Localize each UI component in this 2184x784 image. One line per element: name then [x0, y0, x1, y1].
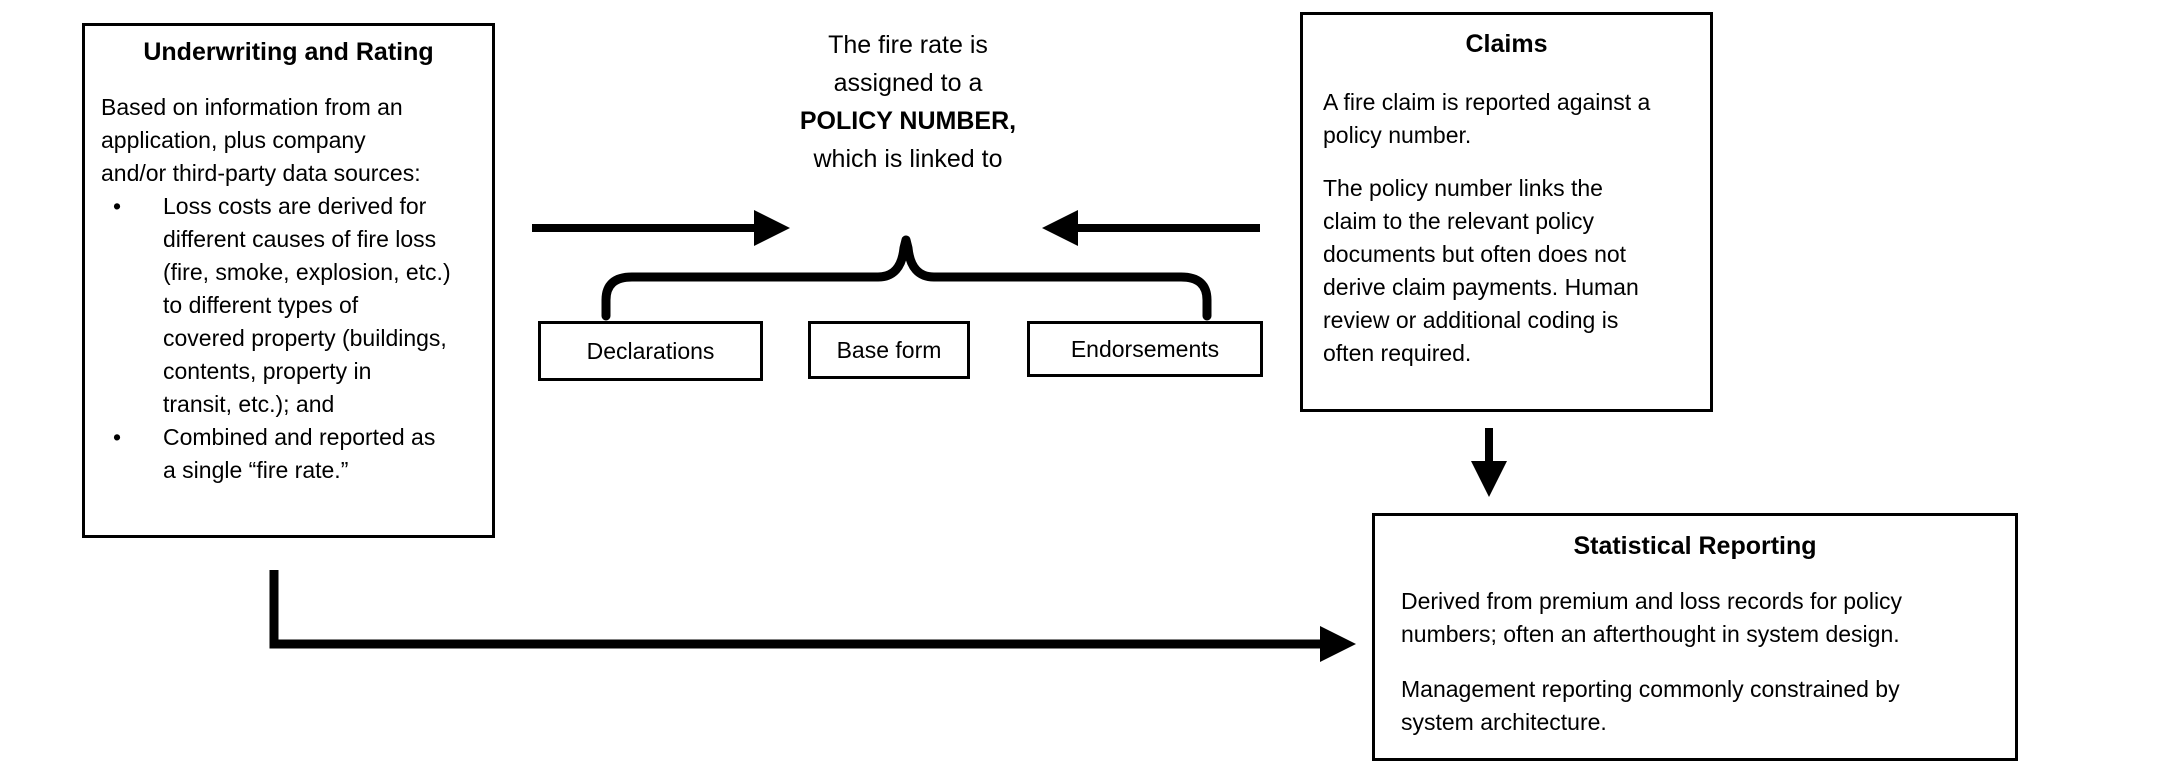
statistical-reporting-title: Statistical Reporting	[1573, 532, 1817, 560]
statistical-reporting-box: Statistical Reporting Derived from premi…	[1372, 513, 2018, 761]
claims-title: Claims	[1465, 30, 1548, 58]
claims-paragraph-1: A fire claim is reported against a polic…	[1323, 89, 1651, 148]
underwriting-intro: Based on information from an application…	[101, 94, 421, 186]
underwriting-title: Underwriting and Rating	[143, 38, 434, 66]
claims-to-policy-arrow	[1042, 210, 1260, 246]
claims-paragraph-2: The policy number links the claim to the…	[1323, 175, 1639, 366]
policy-note-line-3: POLICY NUMBER,	[799, 107, 1017, 135]
policy-number-note: The fire rate is assigned to a POLICY NU…	[733, 26, 1083, 178]
policy-note-line-2: assigned to a	[833, 69, 983, 97]
declarations-box: Declarations	[538, 321, 763, 381]
underwriting-bullet-2: Combined and reported as a single “fire …	[101, 421, 482, 487]
policy-note-line-4: which is linked to	[813, 145, 1003, 173]
statistical-paragraph-2: Management reporting commonly constraine…	[1401, 676, 1900, 735]
policy-note-line-1: The fire rate is	[828, 31, 988, 59]
underwriting-to-statistical-arrow	[269, 570, 1356, 662]
underwriting-bullet-1: Loss costs are derived for different cau…	[101, 190, 482, 421]
endorsements-box: Endorsements	[1027, 321, 1263, 377]
statistical-paragraph-1: Derived from premium and loss records fo…	[1401, 588, 1903, 647]
underwriting-bullet-list: Loss costs are derived for different cau…	[85, 190, 492, 487]
base-form-box: Base form	[808, 321, 970, 379]
claims-to-statistical-arrow	[1471, 428, 1507, 497]
base-form-label: Base form	[836, 336, 942, 363]
claims-box: Claims A fire claim is reported against …	[1300, 12, 1713, 412]
endorsements-label: Endorsements	[1070, 335, 1220, 362]
policy-documents-brace	[601, 235, 1212, 321]
declarations-label: Declarations	[586, 337, 715, 364]
underwriting-box: Underwriting and Rating Based on informa…	[82, 23, 495, 538]
underwriting-to-policy-arrow	[532, 210, 790, 246]
